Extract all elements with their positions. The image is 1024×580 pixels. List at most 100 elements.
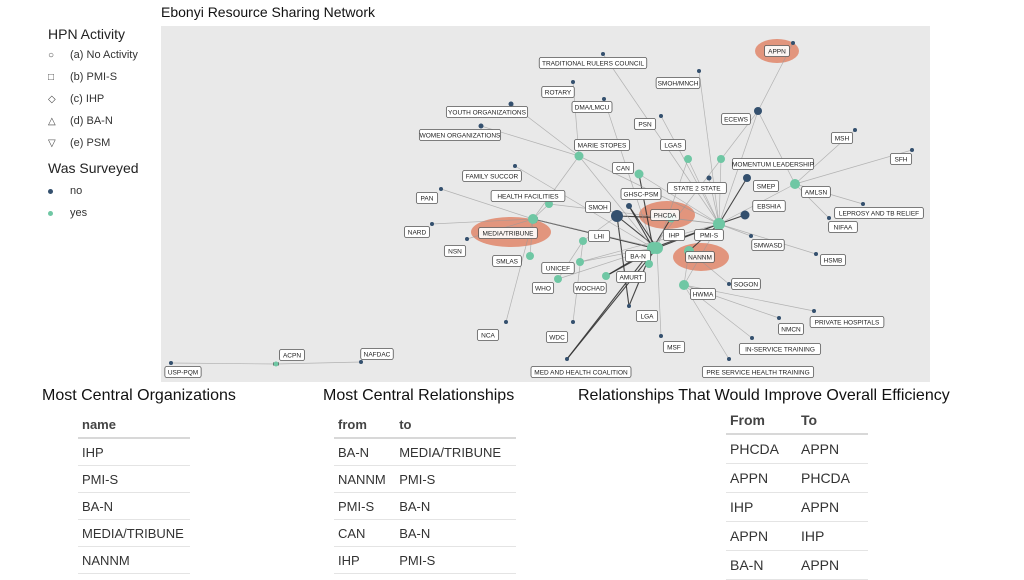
node-label: HSMB	[824, 257, 843, 264]
node-dot	[827, 216, 831, 220]
node-label: SMEP	[757, 183, 775, 190]
node-label: WOMEN ORGANIZATIONS	[420, 132, 501, 139]
node-dot	[528, 214, 538, 224]
node-label: MED AND HEALTH COALITION	[534, 369, 628, 376]
node-label: LGA	[640, 313, 654, 320]
column-header-to: To	[797, 406, 868, 435]
node-dot	[602, 272, 610, 280]
node-label-box	[620, 188, 662, 200]
central-rels-title: Most Central Relationships	[323, 387, 515, 404]
node-label-box	[752, 200, 786, 212]
edge	[628, 205, 658, 249]
node-label-box	[541, 86, 575, 98]
node-label-box	[731, 158, 815, 170]
node-nard: NARD	[404, 222, 434, 238]
node-dot	[273, 361, 279, 367]
column-header-from: From	[726, 406, 797, 435]
node-dot	[478, 123, 484, 129]
node-label: NSN	[448, 248, 462, 255]
legend-activity-title: HPN Activity	[48, 26, 126, 42]
node-unicef: UNICEF	[541, 258, 584, 274]
node-label-box	[478, 227, 538, 239]
edge	[170, 362, 277, 366]
edge	[794, 183, 830, 219]
circle-shape-icon: ○	[48, 49, 55, 61]
node-dot	[554, 275, 562, 283]
node-label: MARIE STOPES	[578, 142, 627, 149]
node-label: GHSC-PSM	[623, 191, 658, 198]
node-label-box	[164, 366, 202, 378]
node-appn: APPN	[764, 41, 795, 57]
node-label-box	[828, 221, 858, 233]
node-rotary: ROTARY	[541, 80, 575, 98]
node-label-box	[574, 139, 630, 151]
efficiency-title: Relationships That Would Improve Overall…	[578, 387, 950, 404]
node-label-box	[764, 45, 790, 57]
edge	[578, 155, 654, 249]
node-label-box	[662, 229, 686, 241]
table-row: BA-N	[78, 492, 190, 520]
table-row: NANNM	[78, 546, 190, 574]
edge	[572, 240, 585, 323]
node-label-box	[809, 316, 885, 328]
node-dot	[601, 52, 605, 56]
node-nafdac: NAFDAC	[359, 348, 394, 364]
node-lgas: LGAS	[660, 139, 692, 163]
legend-item-psm: ▽(e) PSM	[48, 137, 111, 149]
edge	[698, 70, 721, 225]
node-dot	[574, 151, 584, 161]
node-label: IN-SERVICE TRAINING	[745, 346, 815, 353]
node-dot	[634, 169, 644, 179]
edge	[431, 217, 534, 225]
node-label-box	[834, 207, 924, 219]
node-dot	[579, 237, 587, 245]
node-label: WDC	[549, 334, 565, 341]
node-label: HWMA	[693, 291, 714, 298]
edge	[660, 115, 720, 225]
node-momentum-leadership: MOMENTUM LEADERSHIP	[717, 155, 815, 170]
node-dot	[853, 128, 857, 132]
node-label-box	[685, 251, 715, 263]
node-label: LHI	[594, 233, 604, 240]
node-label: FAMILY SUCCOR	[466, 173, 519, 180]
legend-item-ba-n: △(d) BA-N	[48, 115, 113, 127]
node-psn: PSN	[633, 114, 663, 130]
node-label-box	[633, 118, 657, 130]
edge	[655, 247, 662, 337]
node-label-box	[662, 341, 686, 353]
node-label-box	[667, 182, 727, 194]
node-can: CAN	[611, 162, 644, 179]
node-label-box	[721, 113, 751, 125]
node-label: WHO	[535, 285, 551, 292]
triangle-shape-icon: △	[48, 115, 56, 127]
node-smwasd: SMWASD	[749, 234, 785, 251]
node-med-and-health-coalition: MED AND HEALTH COALITION	[530, 357, 632, 378]
node-label-box	[801, 186, 831, 198]
node-label-box	[820, 254, 846, 266]
node-family-succor: FAMILY SUCCOR	[462, 164, 522, 182]
dark-dot-icon	[48, 188, 53, 194]
node-label-box	[694, 229, 724, 241]
node-label: UNICEF	[546, 265, 570, 272]
node-label-box	[650, 209, 680, 221]
node-label: SFH	[895, 156, 908, 163]
central-orgs-table: name IHP PMI-S BA-N MEDIA/TRIBUNE NANNM	[78, 412, 190, 574]
node-dot	[571, 320, 575, 324]
node-label: NMCN	[781, 326, 801, 333]
node-label: MEDIA/TRIBUNE	[483, 230, 535, 237]
legend-item-pmi-s: □(b) PMI-S	[48, 71, 118, 83]
node-label: CAN	[616, 165, 630, 172]
node-dot	[504, 320, 508, 324]
node-nannm: NANNM	[684, 246, 715, 263]
node-label-box	[635, 310, 659, 322]
node-hwma: HWMA	[679, 280, 716, 300]
node-label-box	[462, 170, 522, 182]
